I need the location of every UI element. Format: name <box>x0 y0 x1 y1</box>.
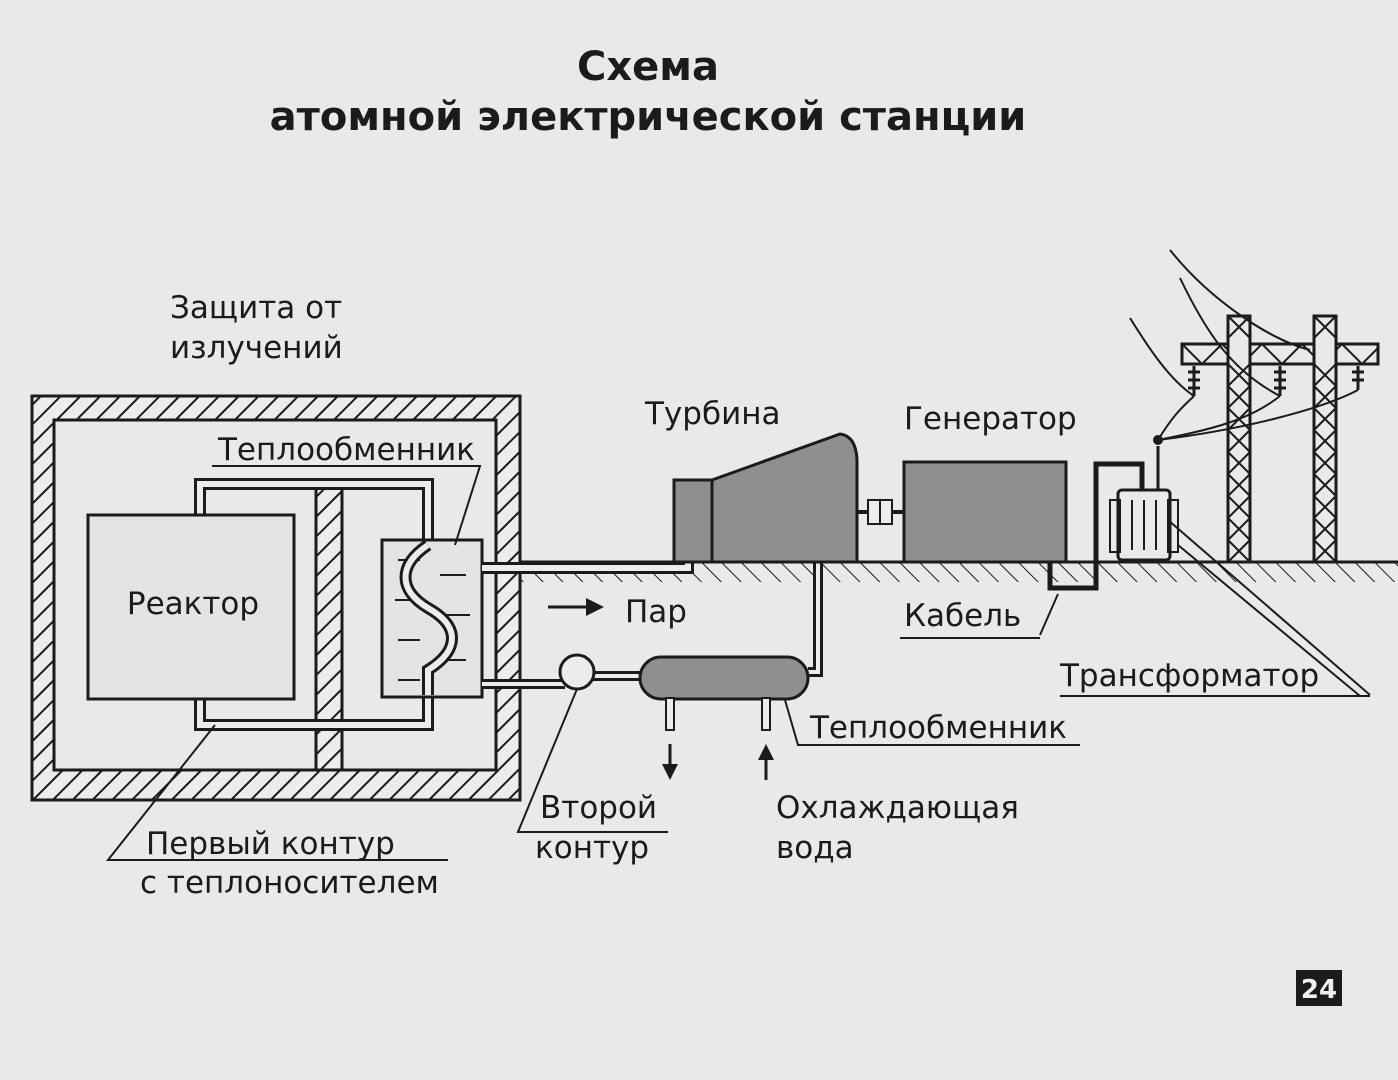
steam-generator <box>380 538 484 699</box>
secondary-circuit-label-1: Второй <box>540 790 657 826</box>
circulation-pump <box>558 653 596 691</box>
power-cable <box>1047 461 1145 591</box>
shaft-coupling <box>857 499 905 525</box>
leader-lines <box>105 465 1371 861</box>
turbine-label: Турбина <box>644 396 781 432</box>
reactor-label: Реактор <box>127 586 259 622</box>
steam-generator-label: Теплообменник <box>217 432 475 468</box>
up-arrow-icon <box>758 744 774 780</box>
turbine <box>672 432 859 564</box>
cable-label: Кабель <box>904 598 1021 634</box>
page-number: 24 <box>1301 975 1337 1005</box>
shielding-label-2: излучений <box>170 330 343 366</box>
title-line-2: атомной электрической станции <box>270 94 1027 140</box>
primary-circuit-pipes <box>194 478 434 731</box>
cooling-water-label-2: вода <box>776 830 854 866</box>
down-arrow-icon <box>662 744 678 780</box>
generator <box>902 460 1068 564</box>
generator-label: Генератор <box>904 401 1077 437</box>
shielding-label-1: Защита от <box>170 290 342 326</box>
page-number-badge <box>1296 970 1342 1006</box>
condenser-label: Теплообменник <box>809 710 1067 746</box>
primary-circuit-label-2: с теплоносителем <box>140 865 439 901</box>
power-line-tower <box>1129 249 1380 564</box>
secondary-circuit-label-2: контур <box>535 830 649 866</box>
condenser <box>638 655 810 731</box>
transformer <box>1109 435 1179 562</box>
cooling-water-label-1: Охлаждающая <box>776 790 1019 826</box>
right-arrow-icon <box>548 598 604 616</box>
reactor <box>86 513 296 701</box>
title-line-1: Схема <box>577 44 719 90</box>
steam-label: Пар <box>625 594 687 630</box>
transformer-label: Трансформатор <box>1059 658 1319 694</box>
primary-circuit-label-1: Первый контур <box>146 826 395 862</box>
